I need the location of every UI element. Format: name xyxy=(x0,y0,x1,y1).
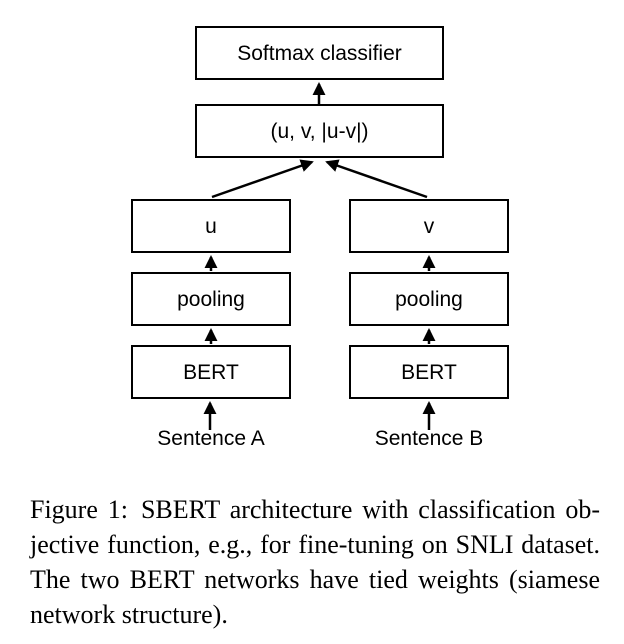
bert-right-box: BERT xyxy=(349,345,509,399)
caption-line-3: The two BERT networks have tied weights … xyxy=(30,565,600,594)
concat-vector-box: (u, v, |u-v|) xyxy=(195,104,444,158)
caption-line-4: network structure). xyxy=(30,600,228,629)
pooling-left-box: pooling xyxy=(131,272,291,326)
figure-caption: Figure 1: SBERT architecture with classi… xyxy=(30,492,600,632)
softmax-classifier-box: Softmax classifier xyxy=(195,26,444,80)
bert-left-box: BERT xyxy=(131,345,291,399)
embedding-u-box: u xyxy=(131,199,291,253)
sbert-architecture-diagram: Softmax classifier (u, v, |u-v|) u v poo… xyxy=(131,26,509,450)
arrow-u-to-concat xyxy=(211,159,314,199)
caption-line-1: Figure 1: SBERT architecture with classi… xyxy=(30,495,600,524)
caption-line-2: jective function, e.g., for fine-tuning … xyxy=(30,530,600,559)
pooling-right-box: pooling xyxy=(349,272,509,326)
sentence-a-label: Sentence A xyxy=(157,427,265,450)
arrow-connectors xyxy=(203,82,436,430)
sentence-b-label: Sentence B xyxy=(374,427,484,450)
embedding-v-box: v xyxy=(349,199,509,253)
arrow-v-to-concat xyxy=(325,159,428,199)
